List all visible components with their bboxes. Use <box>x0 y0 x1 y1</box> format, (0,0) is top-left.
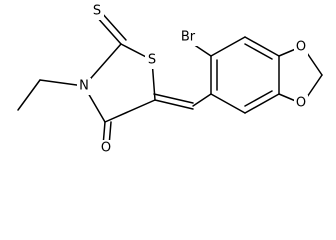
atom-dioxole-o-upper: O <box>296 40 306 55</box>
bond-aromatic-inner-2 <box>244 43 273 60</box>
atom-ring-n: N <box>79 79 89 94</box>
atom-dioxole-o-lower: O <box>296 96 306 111</box>
bond-ar5-ar6 <box>244 93 280 114</box>
bond-ar6-ar1 <box>210 93 246 114</box>
chemical-structure-diagram: S S N O Br O O <box>17 3 323 157</box>
bond-c5-methylidene-a <box>154 99 194 110</box>
bond-c2-thione-s-b <box>100 11 127 41</box>
bond-lines <box>17 11 323 147</box>
bond-aromatic-inner-3 <box>244 90 273 107</box>
bond-n3-ethyl-ch2 <box>39 79 85 87</box>
bond-c2-thione-s-a <box>95 15 122 45</box>
atom-ring-s: S <box>148 53 156 68</box>
bond-ar2-ar3 <box>210 36 246 57</box>
atom-carbonyl-o: O <box>101 141 111 156</box>
bond-c5-methylidene-b <box>153 93 194 104</box>
bond-ar3-ar4 <box>244 36 280 57</box>
bond-ethyl-ch2-ch3 <box>17 79 41 111</box>
atom-labels: S S N O Br O O <box>77 3 308 157</box>
bond-c5-c4 <box>104 99 156 123</box>
bond-methylidene-aryl <box>192 93 212 107</box>
atom-thione-s: S <box>93 4 101 19</box>
atom-bromine: Br <box>181 30 196 45</box>
